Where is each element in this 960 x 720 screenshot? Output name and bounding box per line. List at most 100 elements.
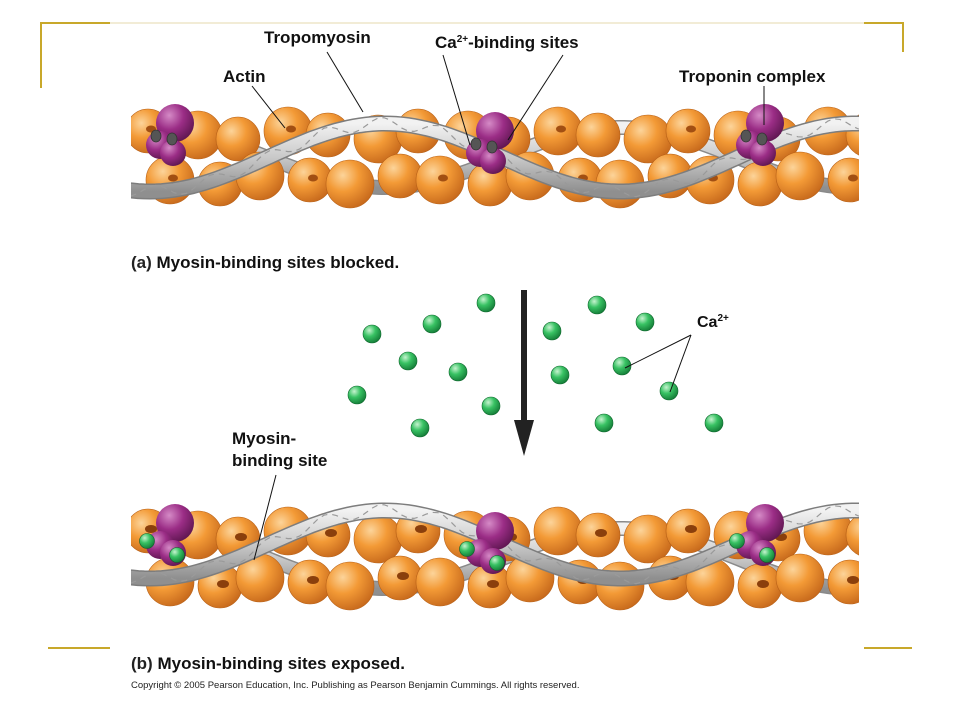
frame-left-line <box>40 22 42 88</box>
leader-ca-ion-2 <box>669 334 692 393</box>
actin-bead <box>866 160 914 208</box>
bound-calcium-ion <box>729 533 745 549</box>
ca-binding-superscript: 2+ <box>456 34 469 45</box>
actin-bead <box>325 159 375 209</box>
ca-ion-prefix: Ca <box>697 314 718 331</box>
troponin-complex-label: Troponin complex <box>679 67 826 86</box>
calcium-ion <box>612 356 632 376</box>
myosin-binding-site <box>217 580 229 588</box>
calcium-ion-label: Ca2+ <box>697 314 729 332</box>
myosin-site-line1: Myosin- <box>232 429 297 448</box>
actin-bead <box>775 151 825 201</box>
actin-bead <box>827 559 859 605</box>
myosin-binding-site <box>415 525 427 533</box>
actin-bead <box>866 562 914 610</box>
actin-bead <box>623 514 673 564</box>
troponin-subunit <box>750 140 776 166</box>
copyright-notice: Copyright © 2005 Pearson Education, Inc.… <box>131 680 580 691</box>
bound-calcium-ion <box>459 541 475 557</box>
ca-binding-sites-label: Ca2+-binding sites <box>435 33 579 53</box>
calcium-ion <box>476 293 496 313</box>
actin-bead <box>325 561 375 611</box>
frame-top-line-left <box>40 22 110 24</box>
myosin-binding-site <box>848 174 858 182</box>
myosin-binding-site <box>286 125 296 133</box>
calcium-ion <box>659 381 679 401</box>
calcium-binding-site <box>740 129 752 143</box>
actin-label: Actin <box>223 67 266 86</box>
myosin-binding-site <box>686 125 696 133</box>
troponin-complex <box>139 504 194 566</box>
bound-calcium-ion <box>139 533 155 549</box>
troponin-complex <box>729 504 784 566</box>
actin-bead <box>533 506 583 556</box>
frame-top-line-right <box>864 22 904 24</box>
calcium-ion <box>587 295 607 315</box>
myosin-binding-site <box>865 529 877 537</box>
calcium-ion <box>550 365 570 385</box>
panel-b-text: Myosin-binding sites exposed. <box>157 654 405 673</box>
myosin-binding-site <box>487 580 499 588</box>
calcium-ion <box>347 385 367 405</box>
calcium-binding-site <box>756 132 768 146</box>
thin-filament-blocked <box>131 104 914 209</box>
free-calcium-ions <box>347 293 724 438</box>
myosin-binding-site <box>168 174 178 182</box>
ca-ion-superscript: 2+ <box>717 313 729 324</box>
panel-a-text: Myosin-binding sites blocked. <box>156 253 400 272</box>
myosin-binding-site <box>307 576 319 584</box>
frame-top-line-faint <box>110 22 864 24</box>
panel-b-tag: (b) <box>131 654 153 673</box>
myosin-binding-site <box>145 525 157 533</box>
myosin-binding-site <box>438 174 448 182</box>
transition-arrow <box>514 290 534 456</box>
actin-bead <box>377 153 423 199</box>
calcium-ion <box>422 314 442 334</box>
myosin-binding-site <box>556 125 566 133</box>
bound-calcium-ion <box>759 547 775 563</box>
leader-myosin-site <box>253 474 277 561</box>
leader-ca-site-1 <box>442 54 471 146</box>
actin-bead <box>845 514 859 556</box>
troponin-complex <box>459 512 514 574</box>
myosin-binding-site <box>685 525 697 533</box>
frame-bottom-line-right <box>864 647 912 649</box>
thin-filament-exposed <box>131 502 914 611</box>
calcium-ion <box>481 396 501 416</box>
leader-ca-ion-1 <box>624 334 692 369</box>
calcium-ion <box>542 321 562 341</box>
panel-a-tag: (a) <box>131 253 152 272</box>
calcium-binding-site <box>470 137 482 151</box>
myosin-binding-site-label: Myosin- binding site <box>232 428 327 472</box>
actin-bead <box>775 553 825 603</box>
myosin-binding-site <box>595 529 607 537</box>
calcium-ion <box>448 362 468 382</box>
calcium-ion <box>635 312 655 332</box>
myosin-binding-site <box>235 533 247 541</box>
myosin-binding-site <box>847 576 859 584</box>
troponin-subunit <box>160 140 186 166</box>
troponin-subunit <box>480 148 506 174</box>
ca-binding-suffix: -binding sites <box>468 33 579 52</box>
calcium-ion <box>398 351 418 371</box>
calcium-binding-site <box>150 129 162 143</box>
calcium-binding-site <box>166 132 178 146</box>
myosin-binding-site <box>757 580 769 588</box>
actin-bead <box>353 514 403 564</box>
troponin-complex <box>146 104 194 166</box>
leader-actin <box>251 85 286 129</box>
troponin-complex <box>466 112 514 174</box>
ca-binding-prefix: Ca <box>435 33 457 52</box>
bound-calcium-ion <box>169 547 185 563</box>
myosin-binding-site <box>397 572 409 580</box>
bound-calcium-ion <box>489 555 505 571</box>
actin-bead <box>575 112 621 158</box>
panel-a-caption: (a) Myosin-binding sites blocked. <box>131 253 399 273</box>
leader-ca-site-2 <box>507 54 564 141</box>
actin-bead <box>827 157 859 203</box>
myosin-binding-site <box>308 174 318 182</box>
calcium-ion <box>410 418 430 438</box>
calcium-ion <box>594 413 614 433</box>
myosin-binding-site <box>325 529 337 537</box>
